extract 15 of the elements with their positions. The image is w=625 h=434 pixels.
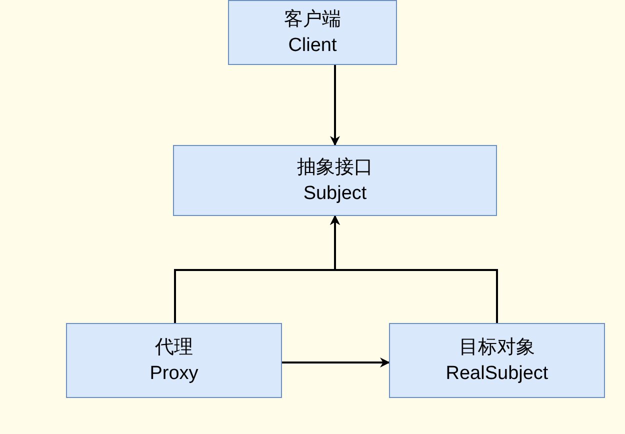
box-label: 代理 (155, 336, 193, 360)
process-box (228, 0, 397, 65)
process-box (66, 323, 282, 398)
box-label: 目标对象 (459, 336, 535, 360)
process-box (389, 323, 605, 398)
box-label: Proxy (150, 362, 198, 386)
arrow (282, 358, 390, 368)
arrow (330, 215, 498, 323)
process-box (173, 145, 497, 216)
box-label: Subject (303, 182, 367, 206)
arrow (330, 65, 340, 146)
box-label: Client (288, 34, 337, 58)
box-label: RealSubject (446, 362, 548, 386)
box-label: 客户端 (284, 8, 341, 32)
box-label: 抽象接口 (297, 156, 373, 180)
